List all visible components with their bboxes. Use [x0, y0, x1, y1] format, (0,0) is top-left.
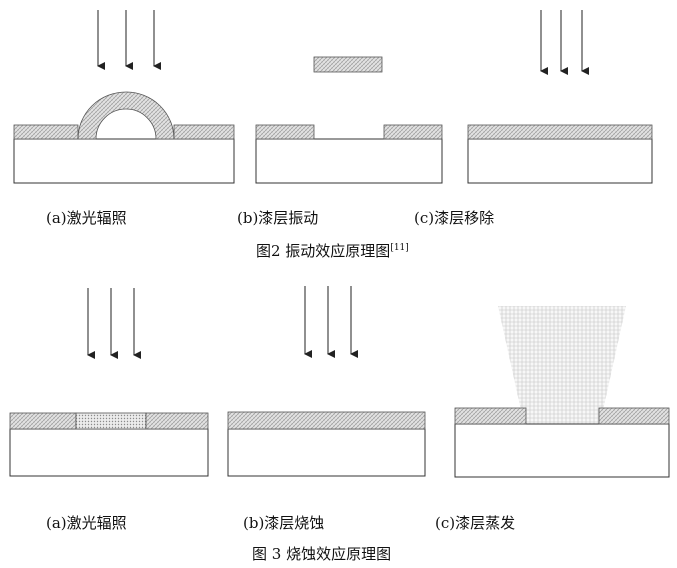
- paint-layer-left: [454, 407, 527, 425]
- laser-beam-arrows: [97, 10, 161, 70]
- paint-layer: [227, 411, 426, 430]
- fig3-label-a: (a)激光辐照: [46, 514, 127, 532]
- fig2-panel-a: [13, 10, 235, 184]
- substrate: [13, 138, 235, 184]
- fig2-label-c: (c)漆层移除: [414, 209, 495, 227]
- paint-bulge: [77, 91, 175, 140]
- fig2-panel-c: [467, 10, 653, 184]
- vapor-plume: [498, 306, 626, 424]
- laser-beam-arrows: [540, 10, 589, 75]
- fig2-label-a: (a)激光辐照: [46, 209, 127, 227]
- irradiated-zone: [75, 412, 147, 430]
- fig3-caption: 图 3 烧蚀效应原理图: [252, 545, 392, 563]
- substrate: [454, 423, 670, 478]
- ejected-paint-fragment: [313, 56, 383, 73]
- laser-beam-arrows: [304, 286, 358, 358]
- laser-beam-arrows: [87, 288, 141, 359]
- fig3-panel-b: [227, 286, 426, 477]
- fig3-label-b: (b)漆层烧蚀: [243, 514, 325, 532]
- paint-layer-right: [173, 124, 235, 140]
- paint-layer-left: [13, 124, 79, 140]
- paint-layer: [467, 124, 653, 140]
- fig3-label-c: (c)漆层蒸发: [435, 514, 516, 532]
- substrate: [255, 138, 443, 184]
- fig2-label-b: (b)漆层振动: [237, 209, 319, 227]
- fig2-caption-text: 图2 振动效应原理图: [256, 242, 391, 260]
- paint-layer-right: [383, 124, 443, 140]
- fig2-citation: [11]: [390, 243, 409, 253]
- fig2-caption: 图2 振动效应原理图[11]: [256, 240, 409, 261]
- fig3-panel-c: [454, 306, 670, 478]
- paint-layer-right: [145, 412, 209, 430]
- substrate: [467, 138, 653, 184]
- substrate: [9, 428, 209, 477]
- paint-layer-left: [9, 412, 77, 430]
- fig2-panel-b: [255, 56, 443, 184]
- substrate: [227, 428, 426, 477]
- paint-layer-left: [255, 124, 315, 140]
- paint-layer-right: [598, 407, 670, 425]
- fig3-panel-a: [9, 288, 209, 477]
